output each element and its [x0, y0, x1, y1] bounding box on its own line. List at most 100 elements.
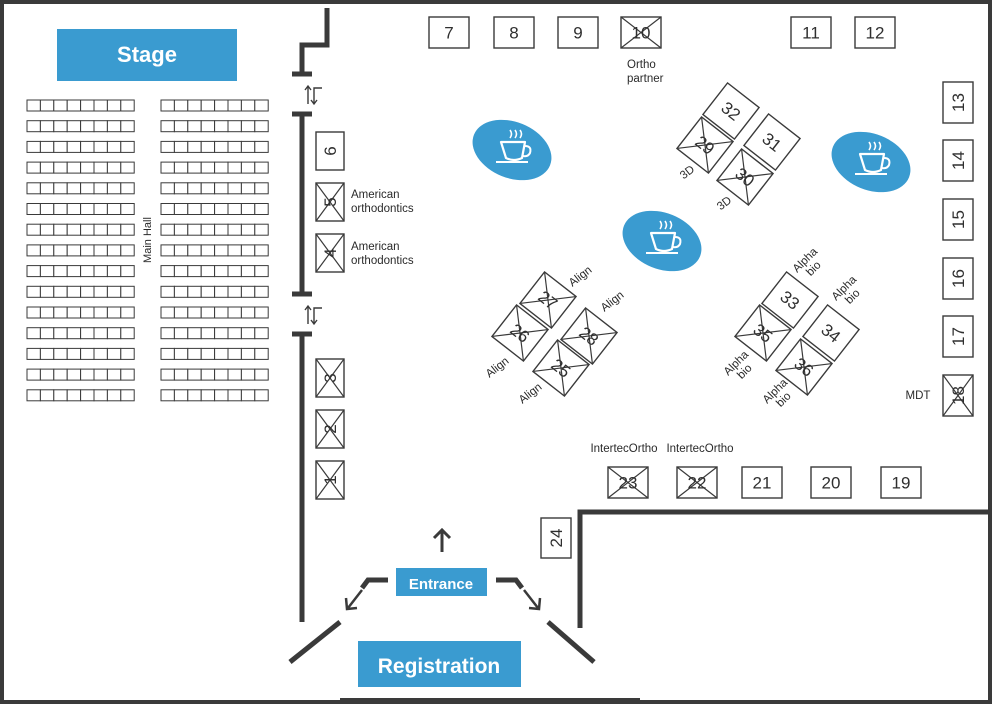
- seat[interactable]: [53, 99, 68, 112]
- seat[interactable]: [80, 120, 95, 133]
- seat[interactable]: [227, 223, 242, 236]
- seat[interactable]: [80, 244, 95, 257]
- booth-21[interactable]: 21: [741, 466, 783, 499]
- seat[interactable]: [187, 347, 202, 360]
- seat[interactable]: [106, 140, 122, 153]
- booth-25[interactable]: 25: [531, 338, 591, 398]
- seat[interactable]: [200, 368, 216, 381]
- seat[interactable]: [120, 285, 135, 298]
- seat[interactable]: [66, 223, 82, 236]
- seat[interactable]: [200, 327, 216, 340]
- seat[interactable]: [39, 368, 55, 381]
- seat[interactable]: [120, 223, 135, 236]
- seat[interactable]: [80, 389, 95, 402]
- seat[interactable]: [93, 306, 108, 319]
- seat[interactable]: [26, 327, 41, 340]
- booth-22[interactable]: 22: [676, 466, 718, 499]
- seat[interactable]: [39, 244, 55, 257]
- seat[interactable]: [80, 306, 95, 319]
- booth-2[interactable]: 2: [315, 409, 345, 449]
- seat[interactable]: [254, 306, 269, 319]
- seat[interactable]: [39, 265, 55, 278]
- seat[interactable]: [66, 182, 82, 195]
- seat[interactable]: [93, 203, 108, 215]
- seat[interactable]: [214, 120, 229, 133]
- seat[interactable]: [80, 161, 95, 174]
- seat[interactable]: [120, 99, 135, 112]
- seat[interactable]: [240, 203, 256, 215]
- seat[interactable]: [227, 265, 242, 278]
- booth-24[interactable]: 24: [540, 517, 572, 559]
- seat[interactable]: [254, 161, 269, 174]
- stage[interactable]: Stage: [57, 29, 237, 81]
- seat[interactable]: [254, 389, 269, 402]
- seat[interactable]: [227, 347, 242, 360]
- seat[interactable]: [200, 347, 216, 360]
- seat[interactable]: [26, 203, 41, 215]
- seat[interactable]: [120, 306, 135, 319]
- seat[interactable]: [227, 244, 242, 257]
- seat[interactable]: [160, 99, 175, 112]
- seat[interactable]: [187, 285, 202, 298]
- seat[interactable]: [227, 120, 242, 133]
- booth-26[interactable]: 26: [490, 303, 550, 363]
- seat[interactable]: [200, 182, 216, 195]
- coffee-station[interactable]: [613, 200, 710, 283]
- seat[interactable]: [39, 203, 55, 215]
- booth-10[interactable]: 10: [620, 16, 662, 49]
- seat[interactable]: [39, 327, 55, 340]
- booth-35[interactable]: 35: [733, 303, 793, 363]
- seat[interactable]: [173, 347, 189, 360]
- seat[interactable]: [173, 285, 189, 298]
- seat[interactable]: [66, 306, 82, 319]
- seat[interactable]: [214, 140, 229, 153]
- seat[interactable]: [53, 347, 68, 360]
- seat[interactable]: [227, 327, 242, 340]
- seat[interactable]: [26, 223, 41, 236]
- seat[interactable]: [26, 99, 41, 112]
- registration[interactable]: Registration: [358, 641, 521, 687]
- seat[interactable]: [214, 265, 229, 278]
- seat[interactable]: [93, 161, 108, 174]
- seat[interactable]: [106, 265, 122, 278]
- seat[interactable]: [200, 161, 216, 174]
- seat[interactable]: [160, 223, 175, 236]
- seat[interactable]: [106, 182, 122, 195]
- seat[interactable]: [173, 223, 189, 236]
- booth-32[interactable]: 32: [701, 81, 761, 141]
- seat[interactable]: [80, 182, 95, 195]
- seat[interactable]: [227, 203, 242, 215]
- seat[interactable]: [106, 306, 122, 319]
- seat[interactable]: [240, 306, 256, 319]
- seat[interactable]: [53, 306, 68, 319]
- seat[interactable]: [160, 347, 175, 360]
- seat[interactable]: [200, 285, 216, 298]
- seat[interactable]: [160, 285, 175, 298]
- seat[interactable]: [173, 244, 189, 257]
- seat[interactable]: [66, 140, 82, 153]
- seat[interactable]: [240, 244, 256, 257]
- seat[interactable]: [254, 140, 269, 153]
- seat[interactable]: [160, 182, 175, 195]
- seat[interactable]: [187, 140, 202, 153]
- seat[interactable]: [227, 306, 242, 319]
- seat[interactable]: [26, 265, 41, 278]
- seat[interactable]: [214, 99, 229, 112]
- booth-8[interactable]: 8: [493, 16, 535, 49]
- booth-27[interactable]: 27: [518, 270, 578, 330]
- seat[interactable]: [53, 203, 68, 215]
- seat[interactable]: [120, 182, 135, 195]
- seat[interactable]: [26, 285, 41, 298]
- seat[interactable]: [80, 285, 95, 298]
- seat[interactable]: [106, 347, 122, 360]
- seat[interactable]: [227, 140, 242, 153]
- seat[interactable]: [93, 120, 108, 133]
- seat[interactable]: [254, 347, 269, 360]
- seat[interactable]: [53, 140, 68, 153]
- seat[interactable]: [120, 120, 135, 133]
- seat[interactable]: [80, 327, 95, 340]
- seat[interactable]: [80, 140, 95, 153]
- seat[interactable]: [53, 389, 68, 402]
- booth-4[interactable]: 4: [315, 233, 345, 273]
- seat[interactable]: [39, 347, 55, 360]
